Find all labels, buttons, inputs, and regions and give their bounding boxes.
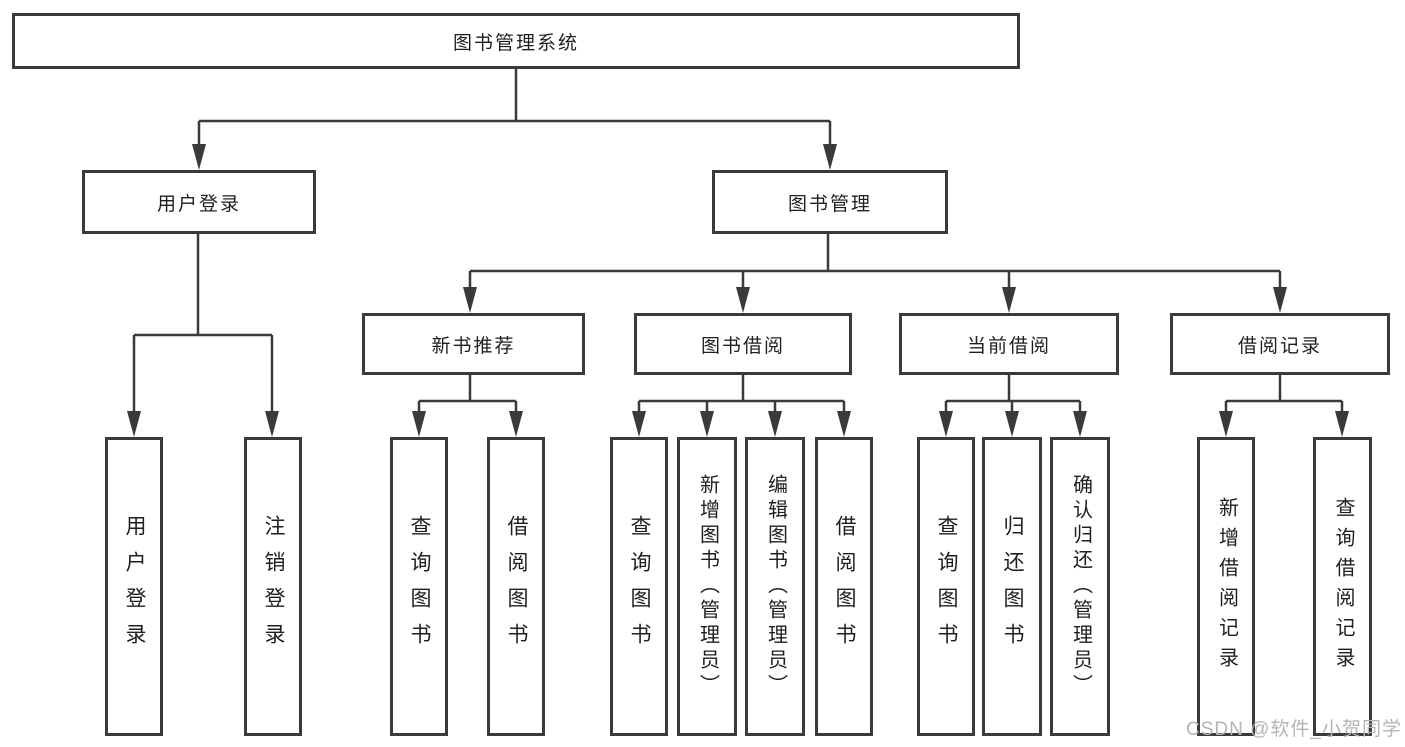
leaf-label: 注销登录 <box>262 514 286 659</box>
node-book-management: 图书管理 <box>712 170 948 234</box>
leaf-add-books-admin: 新增图书（管理员） <box>677 437 737 736</box>
leaf-label: 归还图书 <box>1001 514 1025 659</box>
leaf-logout: 注销登录 <box>244 437 302 736</box>
node-borrowing-records: 借阅记录 <box>1170 313 1390 375</box>
leaf-label: 借阅图书 <box>505 514 529 659</box>
leaf-borrow-books: 借阅图书 <box>815 437 873 736</box>
node-new-book-recommendation: 新书推荐 <box>362 313 585 375</box>
node-current-borrowing: 当前借阅 <box>899 313 1119 375</box>
leaf-label: 查询借阅记录 <box>1332 496 1354 677</box>
leaf-borrow-books: 借阅图书 <box>487 437 545 736</box>
node-book-borrowing: 图书借阅 <box>634 313 852 375</box>
leaf-add-borrow-record: 新增借阅记录 <box>1197 437 1255 736</box>
leaf-query-books: 查询图书 <box>610 437 668 736</box>
leaf-label: 编辑图书（管理员） <box>764 474 787 699</box>
leaf-label: 查询图书 <box>935 514 959 659</box>
leaf-edit-books-admin: 编辑图书（管理员） <box>745 437 805 736</box>
connector-strokes <box>132 69 1344 414</box>
node-library-management-system: 图书管理系统 <box>12 13 1020 69</box>
node-label: 用户登录 <box>156 193 241 215</box>
leaf-label: 新增图书（管理员） <box>696 474 719 699</box>
leaf-confirm-return-admin: 确认归还（管理员） <box>1050 437 1110 736</box>
leaf-label: 新增借阅记录 <box>1215 496 1238 677</box>
node-label: 图书借阅 <box>700 335 785 357</box>
node-user-login: 用户登录 <box>82 170 316 234</box>
csdn-watermark: CSDN @软件_小贺同学 <box>1186 719 1402 740</box>
leaf-query-books: 查询图书 <box>917 437 975 736</box>
leaf-query-borrow-record: 查询借阅记录 <box>1313 437 1372 736</box>
leaf-label: 查询图书 <box>628 514 652 659</box>
node-label: 当前借阅 <box>966 335 1051 357</box>
leaf-label: 确认归还（管理员） <box>1069 474 1092 699</box>
leaf-return-books: 归还图书 <box>982 437 1042 736</box>
leaf-query-books: 查询图书 <box>390 437 448 736</box>
arrowheads <box>127 144 1349 437</box>
leaf-label: 用户登录 <box>123 514 147 659</box>
leaf-user-login: 用户登录 <box>105 437 163 736</box>
leaf-label: 查询图书 <box>408 514 432 659</box>
node-label: 图书管理 <box>787 193 872 215</box>
node-label: 借阅记录 <box>1237 335 1322 357</box>
leaf-label: 借阅图书 <box>833 514 857 659</box>
node-label: 新书推荐 <box>431 335 516 357</box>
node-label: 图书管理系统 <box>452 32 579 54</box>
